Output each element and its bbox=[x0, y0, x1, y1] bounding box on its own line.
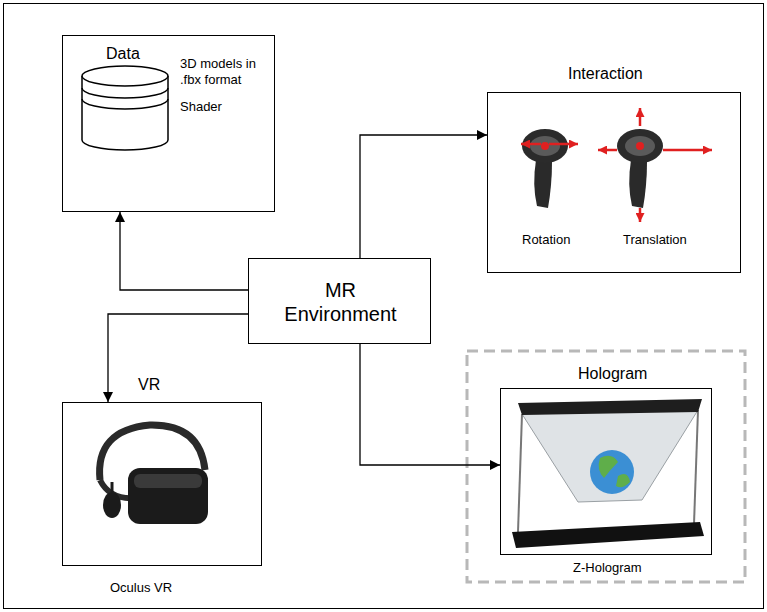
control-dot bbox=[636, 142, 644, 150]
box-heading: Data bbox=[106, 44, 140, 63]
data-box: Data 3D models in .fbx formatShader bbox=[62, 35, 275, 212]
database-icon bbox=[82, 66, 168, 150]
translation-arrow bbox=[639, 208, 642, 222]
process-box: MR Environment bbox=[248, 258, 431, 344]
box-heading: Interaction bbox=[568, 64, 643, 83]
dashed-region bbox=[467, 351, 745, 582]
controller-icon bbox=[521, 129, 578, 208]
post bbox=[694, 410, 698, 524]
controller-face bbox=[530, 136, 560, 156]
hologram-box: HologramZ-Hologram bbox=[500, 388, 712, 555]
icon-caption: Rotation bbox=[522, 232, 570, 248]
connector-arrow bbox=[120, 212, 248, 290]
controller-ring bbox=[522, 129, 568, 163]
headphone bbox=[103, 492, 121, 518]
box-heading: Hologram bbox=[578, 364, 647, 383]
controller-handle bbox=[629, 160, 647, 208]
top-frame bbox=[518, 399, 702, 415]
translation-arrow bbox=[598, 149, 617, 152]
rotation-arrow bbox=[549, 143, 578, 146]
icon-caption: Z-Hologram bbox=[573, 560, 642, 576]
connector-arrow bbox=[360, 344, 500, 465]
visor bbox=[128, 468, 208, 524]
cylinder-ring bbox=[82, 88, 168, 98]
cylinder-top bbox=[82, 66, 168, 86]
rotation-arrow bbox=[521, 143, 541, 146]
outer-frame bbox=[4, 4, 764, 609]
icon-caption: Translation bbox=[623, 232, 687, 248]
post bbox=[518, 414, 522, 532]
visor-highlight bbox=[134, 474, 202, 488]
icon-caption: Oculus VR bbox=[110, 580, 172, 596]
cylinder-body bbox=[82, 76, 168, 150]
connector-arrow bbox=[108, 314, 248, 402]
globe-land bbox=[616, 474, 630, 487]
cylinder-ring bbox=[82, 99, 168, 109]
translation-arrow bbox=[639, 108, 642, 126]
vr-box: VROculus VR bbox=[62, 402, 262, 566]
controller-handle bbox=[534, 160, 552, 208]
connector-arrow bbox=[360, 135, 487, 258]
base-plate bbox=[512, 522, 704, 548]
box-heading: VR bbox=[138, 375, 160, 394]
globe bbox=[590, 450, 634, 494]
control-dot bbox=[541, 142, 549, 150]
box-note: 3D models in .fbx format bbox=[180, 56, 266, 87]
box-note: Shader bbox=[180, 99, 222, 115]
translation-arrow bbox=[663, 149, 712, 152]
box-title: MR Environment bbox=[273, 278, 408, 326]
controller-ring bbox=[617, 129, 663, 163]
controller-face bbox=[625, 136, 655, 156]
controller-icon bbox=[598, 108, 712, 222]
interaction-box: InteractionRotationTranslation bbox=[487, 92, 741, 273]
hologram-icon bbox=[512, 399, 704, 548]
glass-pyramid bbox=[522, 410, 698, 502]
headset-icon bbox=[100, 425, 208, 524]
globe-land bbox=[599, 456, 618, 478]
headphone-arm bbox=[111, 482, 114, 492]
